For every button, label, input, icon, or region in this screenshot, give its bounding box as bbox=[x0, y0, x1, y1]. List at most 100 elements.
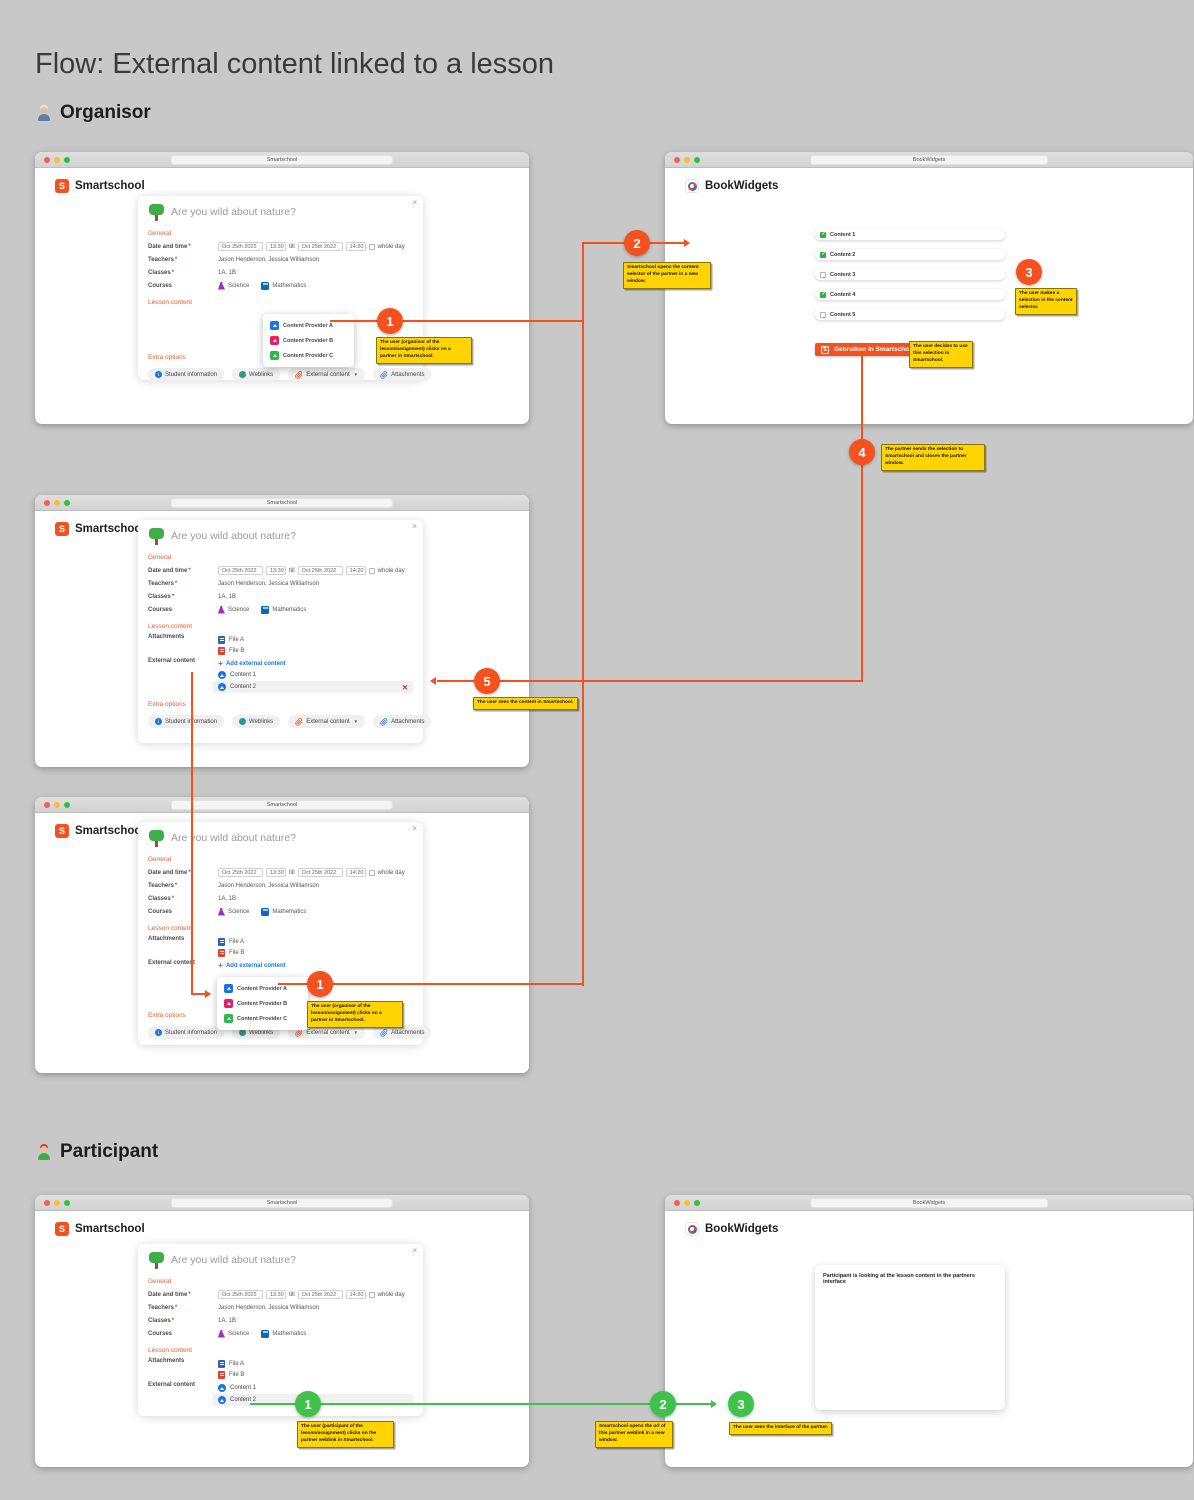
menu-item-provider-c[interactable]: Content Provider C bbox=[270, 348, 347, 363]
time-start-input[interactable]: 13:30 bbox=[266, 242, 286, 251]
add-external-content-link[interactable]: +Add external content bbox=[218, 960, 286, 970]
content-checkbox[interactable] bbox=[820, 251, 826, 258]
remove-content-icon[interactable]: ✕ bbox=[401, 682, 408, 692]
minimize-window-button[interactable] bbox=[684, 156, 690, 163]
minimize-window-button[interactable] bbox=[684, 1199, 690, 1206]
external-content-button[interactable]: External content▼ bbox=[288, 715, 366, 728]
minimize-window-button[interactable] bbox=[54, 1199, 60, 1206]
content-item-4[interactable]: Content 4 bbox=[815, 289, 1005, 300]
use-in-smartschool-button[interactable]: S Gebruiken in Smartschool bbox=[815, 343, 921, 356]
date-start-input[interactable]: Oct 25th 2022 bbox=[218, 1290, 263, 1299]
courses-label: Courses bbox=[148, 606, 173, 613]
close-window-button[interactable] bbox=[674, 1199, 680, 1206]
content-checkbox[interactable] bbox=[820, 311, 826, 318]
external-content-item-1[interactable]: Content 1 bbox=[213, 1382, 413, 1394]
menu-item-provider-b[interactable]: Content Provider B bbox=[270, 333, 347, 348]
whole-day-checkbox[interactable] bbox=[368, 869, 375, 876]
teachers-label: Teachers* bbox=[148, 1304, 178, 1311]
close-window-button[interactable] bbox=[674, 156, 680, 163]
attachments-button[interactable]: Attachments bbox=[373, 1026, 432, 1039]
time-end-input[interactable]: 14:20 bbox=[345, 566, 366, 575]
titlebar[interactable]: Smartschool bbox=[35, 152, 529, 168]
zoom-window-button[interactable] bbox=[64, 801, 70, 808]
date-time-row: Date and time* Oct 25th 2022 13:30 till … bbox=[148, 565, 413, 576]
close-window-button[interactable] bbox=[44, 499, 50, 506]
whole-day-checkbox[interactable] bbox=[368, 567, 375, 574]
date-start-input[interactable]: Oct 25th 2022 bbox=[218, 566, 263, 575]
date-end-input[interactable]: Oct 25th 2022 bbox=[297, 868, 343, 877]
time-end-input[interactable]: 14:20 bbox=[345, 868, 366, 877]
time-start-input[interactable]: 13:30 bbox=[266, 1290, 286, 1299]
bookwidgets-window-1: BookWidgets BookWidgets Content 1 Conten… bbox=[665, 152, 1193, 424]
content-checkbox[interactable] bbox=[820, 291, 826, 298]
whole-day-checkbox[interactable] bbox=[368, 243, 375, 250]
attachments-button[interactable]: Attachments bbox=[373, 368, 432, 381]
minimize-window-button[interactable] bbox=[54, 801, 60, 808]
titlebar[interactable]: BookWidgets bbox=[665, 1195, 1193, 1211]
external-content-item-2[interactable]: Content 2✕ bbox=[213, 681, 413, 693]
whole-day-checkbox[interactable] bbox=[368, 1291, 375, 1298]
flow-step-1-repeat: 1 bbox=[307, 971, 333, 997]
date-start-input[interactable]: Oct 25th 2022 bbox=[218, 868, 263, 877]
titlebar[interactable]: Smartschool bbox=[35, 495, 529, 511]
file-b[interactable]: File B bbox=[218, 645, 244, 656]
file-a[interactable]: File A bbox=[218, 1358, 244, 1369]
menu-item-provider-b[interactable]: Content Provider B bbox=[224, 996, 301, 1011]
organisor-person-icon bbox=[35, 105, 52, 121]
close-window-button[interactable] bbox=[44, 801, 50, 808]
content-item-1[interactable]: Content 1 bbox=[815, 229, 1005, 240]
zoom-window-button[interactable] bbox=[694, 156, 700, 163]
content-item-3[interactable]: Content 3 bbox=[815, 269, 1005, 280]
courses-row: Courses Science Mathematics bbox=[148, 280, 413, 291]
date-end-input[interactable]: Oct 25th 2022 bbox=[297, 1290, 343, 1299]
close-icon[interactable]: × bbox=[412, 1246, 417, 1255]
attachments-button[interactable]: Attachments bbox=[373, 715, 432, 728]
content-checkbox[interactable] bbox=[820, 231, 826, 238]
content-icon bbox=[218, 671, 226, 679]
minimize-window-button[interactable] bbox=[54, 499, 60, 506]
content-selector-list: Content 1 Content 2 Content 3 Content 4 … bbox=[815, 229, 1005, 329]
time-end-input[interactable]: 14:20 bbox=[345, 1290, 366, 1299]
date-end-input[interactable]: Oct 25th 2022 bbox=[297, 566, 343, 575]
time-start-input[interactable]: 13:30 bbox=[266, 566, 286, 575]
content-item-2[interactable]: Content 2 bbox=[815, 249, 1005, 260]
time-end-input[interactable]: 14:20 bbox=[345, 242, 366, 251]
content-item-5[interactable]: Content 5 bbox=[815, 309, 1005, 320]
date-end-input[interactable]: Oct 25th 2022 bbox=[297, 242, 343, 251]
weblinks-button[interactable]: Weblinks bbox=[232, 368, 281, 381]
zoom-window-button[interactable] bbox=[64, 156, 70, 163]
minimize-window-button[interactable] bbox=[54, 156, 60, 163]
menu-item-provider-c[interactable]: Content Provider C bbox=[224, 1011, 301, 1026]
course-mathematics: Mathematics bbox=[261, 605, 306, 614]
content-checkbox[interactable] bbox=[820, 271, 826, 278]
menu-item-provider-a[interactable]: Content Provider A bbox=[224, 981, 301, 996]
file-a[interactable]: File A bbox=[218, 936, 244, 947]
file-b[interactable]: File B bbox=[218, 947, 244, 958]
close-icon[interactable]: × bbox=[412, 824, 417, 833]
close-window-button[interactable] bbox=[44, 156, 50, 163]
external-content-button[interactable]: External content▼ bbox=[288, 368, 366, 381]
menu-item-provider-a[interactable]: Content Provider A bbox=[270, 318, 347, 333]
file-a[interactable]: File A bbox=[218, 634, 244, 645]
file-b[interactable]: File B bbox=[218, 1369, 244, 1380]
close-icon[interactable]: × bbox=[412, 198, 417, 207]
zoom-window-button[interactable] bbox=[64, 499, 70, 506]
close-window-button[interactable] bbox=[44, 1199, 50, 1206]
weblinks-button[interactable]: Weblinks bbox=[232, 715, 281, 728]
external-content-button[interactable]: External content▼ bbox=[288, 1026, 366, 1039]
titlebar[interactable]: Smartschool bbox=[35, 1195, 529, 1211]
close-icon[interactable]: × bbox=[412, 522, 417, 531]
zoom-window-button[interactable] bbox=[694, 1199, 700, 1206]
course-science: Science bbox=[218, 605, 249, 614]
date-start-input[interactable]: Oct 25th 2022 bbox=[218, 242, 263, 251]
time-start-input[interactable]: 13:30 bbox=[266, 868, 286, 877]
titlebar[interactable]: Smartschool bbox=[35, 797, 529, 813]
flask-icon bbox=[218, 605, 225, 614]
zoom-window-button[interactable] bbox=[64, 1199, 70, 1206]
titlebar[interactable]: BookWidgets bbox=[665, 152, 1193, 168]
add-external-content-link[interactable]: +Add external content bbox=[218, 658, 286, 668]
external-content-item-1[interactable]: Content 1 bbox=[213, 669, 413, 681]
